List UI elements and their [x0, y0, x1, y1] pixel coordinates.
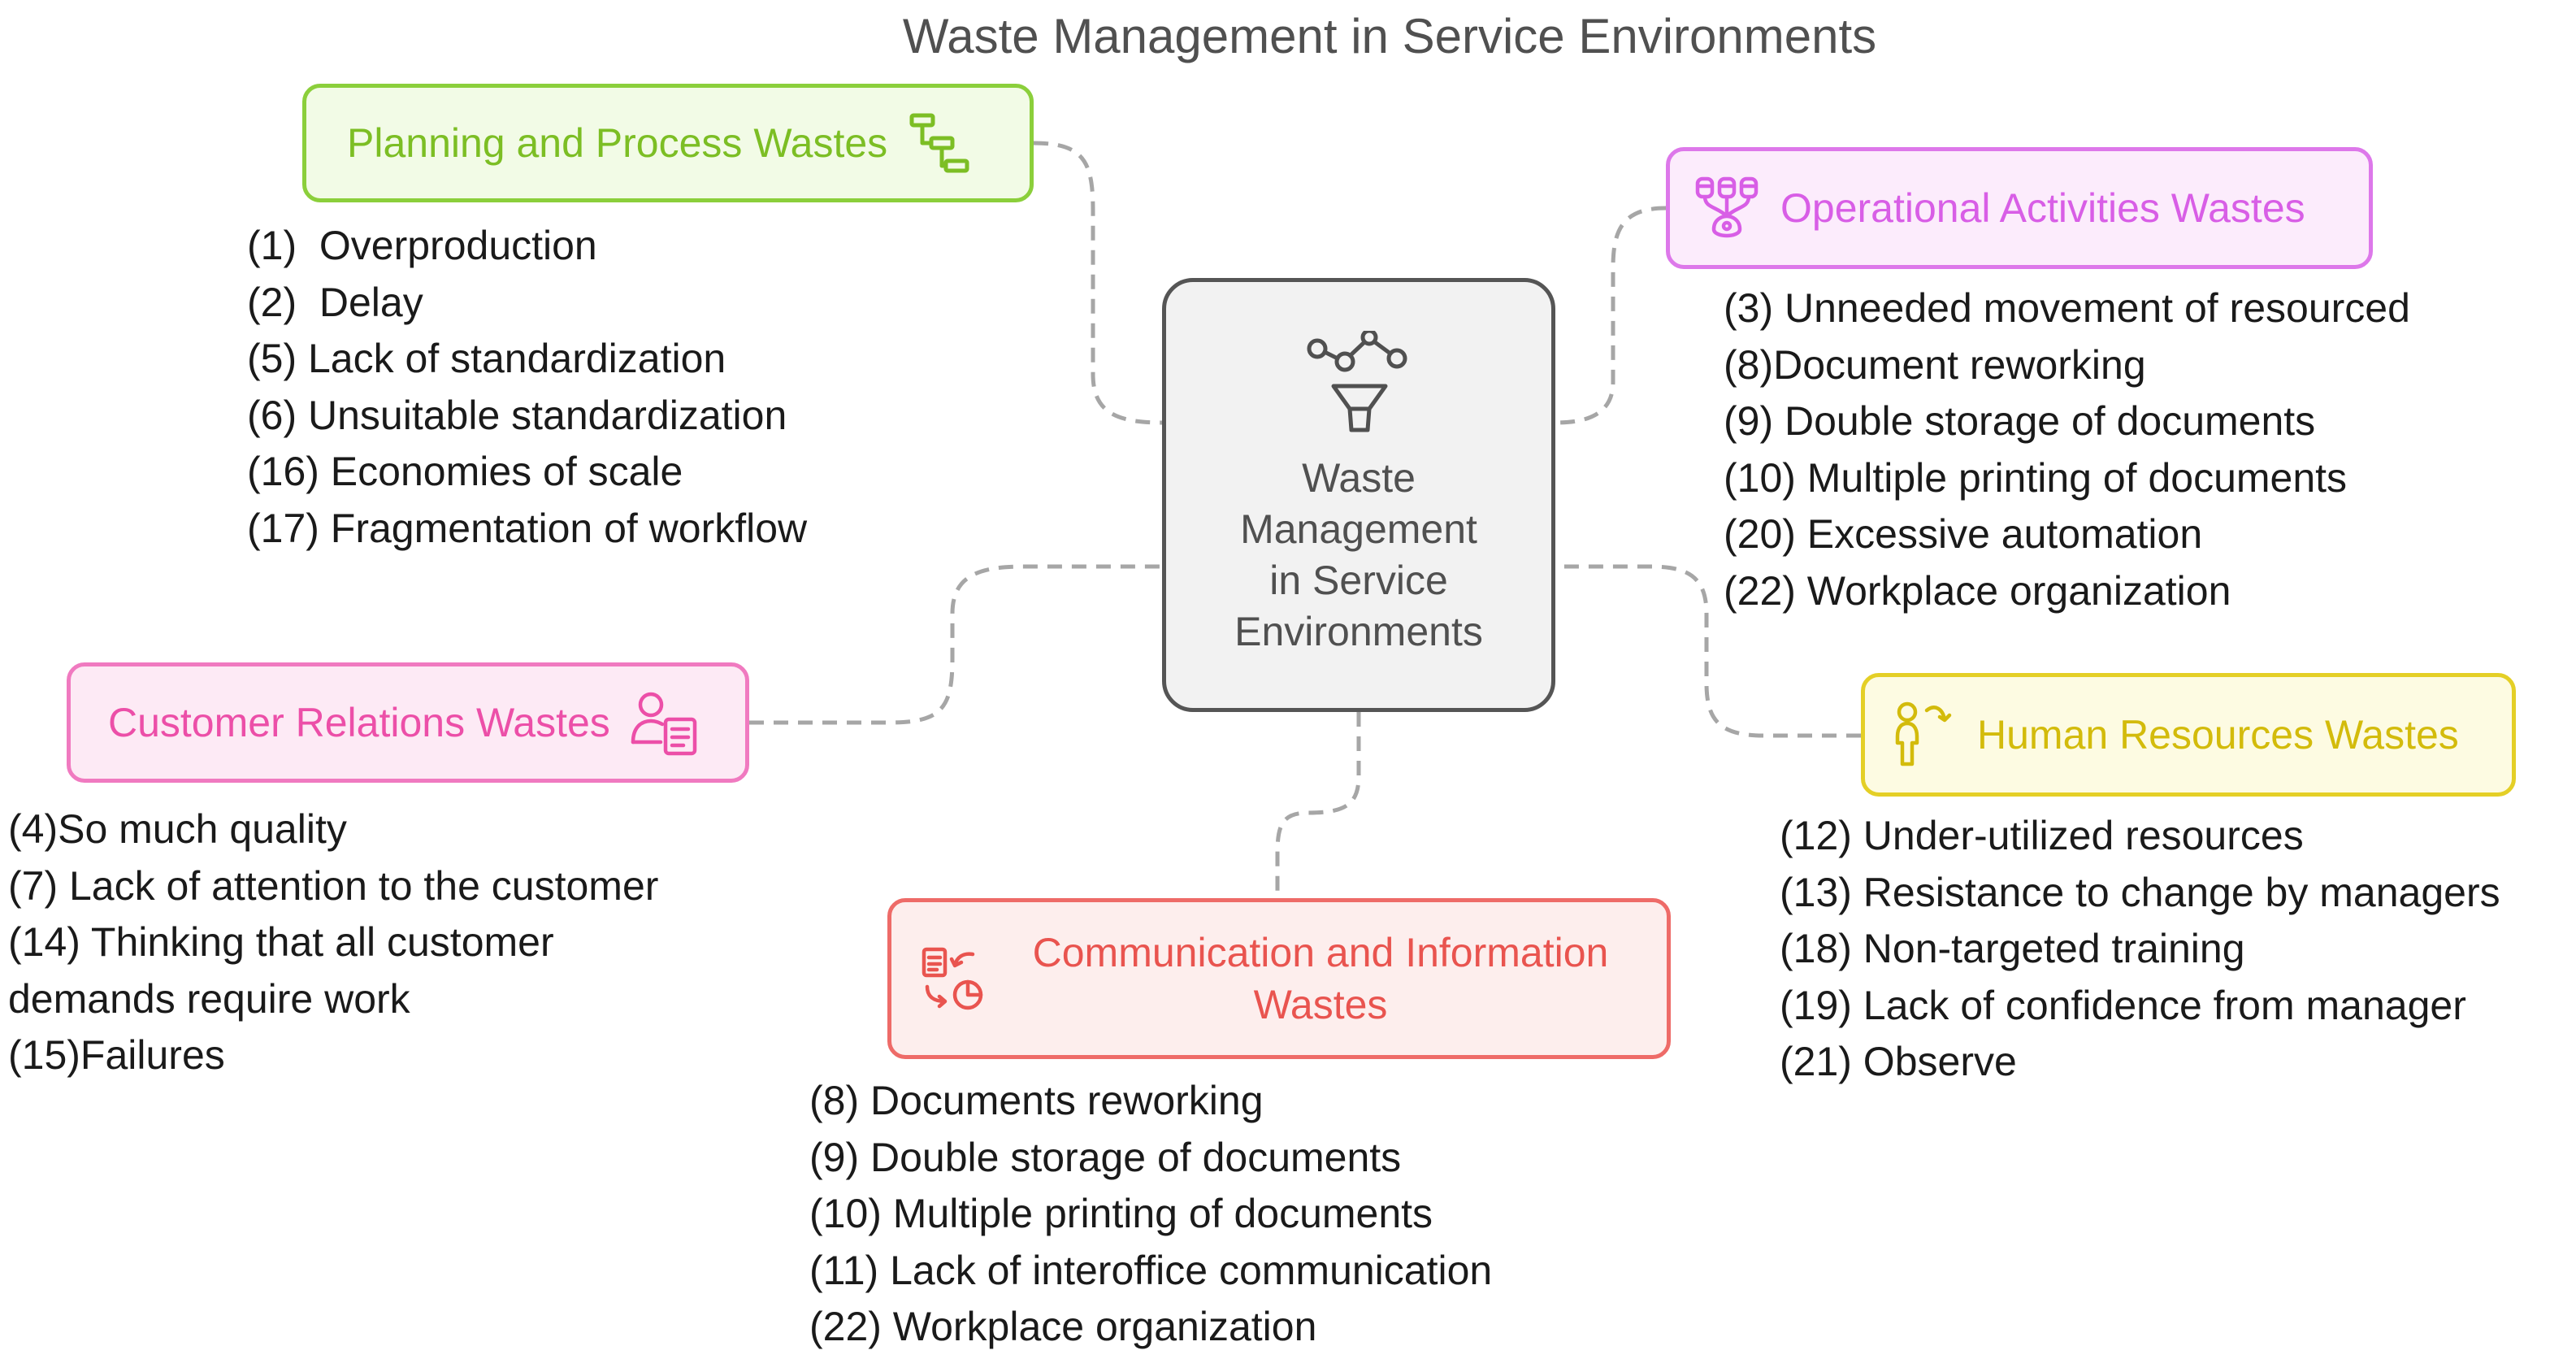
category-communication-box: Communication and Information Wastes	[887, 898, 1671, 1059]
page-title: Waste Management in Service Environments	[902, 9, 1877, 63]
list-item: (6) Unsuitable standardization	[247, 392, 787, 438]
central-topic-label: Waste Management in Service Environments	[1234, 455, 1483, 654]
connector-operational	[1555, 206, 1667, 425]
list-item: (22) Workplace organization	[809, 1304, 1317, 1350]
connector-planning	[1033, 141, 1163, 425]
person-arrow-icon	[1893, 701, 1958, 769]
document-exchange-icon	[919, 944, 987, 1013]
list-item: (2) Delay	[247, 279, 423, 325]
funnel-analytics-icon	[1306, 331, 1412, 436]
list-item: (3) Unneeded movement of resourced	[1724, 285, 2410, 331]
list-item: (17) Fragmentation of workflow	[247, 505, 808, 551]
list-item: (1) Overproduction	[247, 223, 597, 268]
category-human-list: (12) Under-utilized resources (13) Resis…	[1780, 808, 2500, 1091]
list-item: (19) Lack of confidence from manager	[1780, 982, 2466, 1028]
list-item: (10) Multiple printing of documents	[809, 1191, 1433, 1237]
list-item: (18) Non-targeted training	[1780, 926, 2245, 972]
list-item: (11) Lack of interoffice communication	[809, 1247, 1493, 1293]
list-item: (21) Observe	[1780, 1039, 2017, 1085]
list-item: (5) Lack of standardization	[247, 336, 726, 382]
list-item: (22) Workplace organization	[1724, 567, 2231, 614]
list-item: (16) Economies of scale	[247, 449, 683, 495]
connector-customer	[749, 564, 1162, 725]
category-operational-label: Operational Activities Wastes	[1780, 185, 2305, 231]
list-item: (12) Under-utilized resources	[1780, 813, 2304, 858]
category-operational-box: Operational Activities Wastes	[1666, 147, 2373, 269]
list-item: demands require work	[8, 975, 410, 1022]
category-communication-label: Communication and Information Wastes	[1032, 930, 1609, 1027]
list-item: (20) Excessive automation	[1724, 511, 2203, 558]
list-item: (8) Documents reworking	[809, 1078, 1264, 1123]
list-item: (4)So much quality	[8, 806, 347, 852]
list-item: (7) Lack of attention to the customer	[8, 862, 659, 909]
category-human-box: Human Resources Wastes	[1861, 673, 2516, 797]
list-item: (13) Resistance to change by managers	[1780, 869, 2500, 915]
list-item: (15)Failures	[8, 1032, 225, 1079]
category-customer-label: Customer Relations Wastes	[108, 700, 610, 745]
list-item: (9) Double storage of documents	[1724, 398, 2316, 445]
category-customer-list: (4)So much quality (7) Lack of attention…	[8, 801, 658, 1084]
category-operational-list: (3) Unneeded movement of resourced (8)Do…	[1724, 280, 2410, 620]
central-topic-node: Waste Management in Service Environments	[1162, 278, 1555, 712]
database-network-icon	[1693, 174, 1761, 242]
list-item: (9) Double storage of documents	[809, 1134, 1402, 1180]
list-item: (8)Document reworking	[1724, 341, 2146, 388]
customer-profile-icon	[630, 688, 698, 757]
category-planning-box: Planning and Process Wastes	[302, 84, 1034, 202]
category-customer-box: Customer Relations Wastes	[67, 662, 749, 783]
connector-human	[1556, 564, 1861, 738]
category-planning-label: Planning and Process Wastes	[347, 120, 888, 166]
connector-communication	[1275, 712, 1361, 898]
list-item: (10) Multiple printing of documents	[1724, 454, 2348, 501]
category-planning-list: (1) Overproduction (2) Delay (5) Lack of…	[247, 218, 807, 558]
gantt-process-icon	[907, 111, 972, 176]
category-communication-list: (8) Documents reworking (9) Double stora…	[809, 1073, 1492, 1356]
category-human-label: Human Resources Wastes	[1977, 712, 2459, 758]
list-item: (14) Thinking that all customer	[8, 919, 554, 966]
